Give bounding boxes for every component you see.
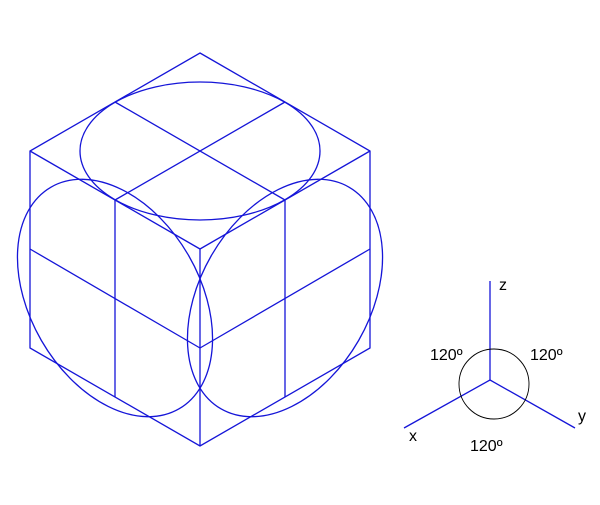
x-axis-label: x [409, 428, 417, 445]
top-face-ellipse [79, 81, 321, 221]
x-axis [403, 379, 491, 429]
right-face-centerline-horizontal [199, 248, 371, 349]
angle-bottom-label: 120º [470, 438, 503, 455]
z-axis-label: z [499, 277, 507, 294]
angle-right-label: 120º [530, 347, 563, 364]
angle-left-label: 120º [430, 347, 463, 364]
left-face-centerline-horizontal [29, 248, 201, 349]
right-face-ellipse [186, 178, 384, 418]
isometric-cube [16, 52, 384, 447]
y-axis-label: y [578, 408, 586, 425]
angle-arc [458, 348, 530, 420]
y-axis [489, 379, 576, 429]
left-face-ellipse [16, 178, 214, 418]
axes-indicator [403, 281, 576, 429]
top-face-centerline-b [114, 101, 286, 201]
